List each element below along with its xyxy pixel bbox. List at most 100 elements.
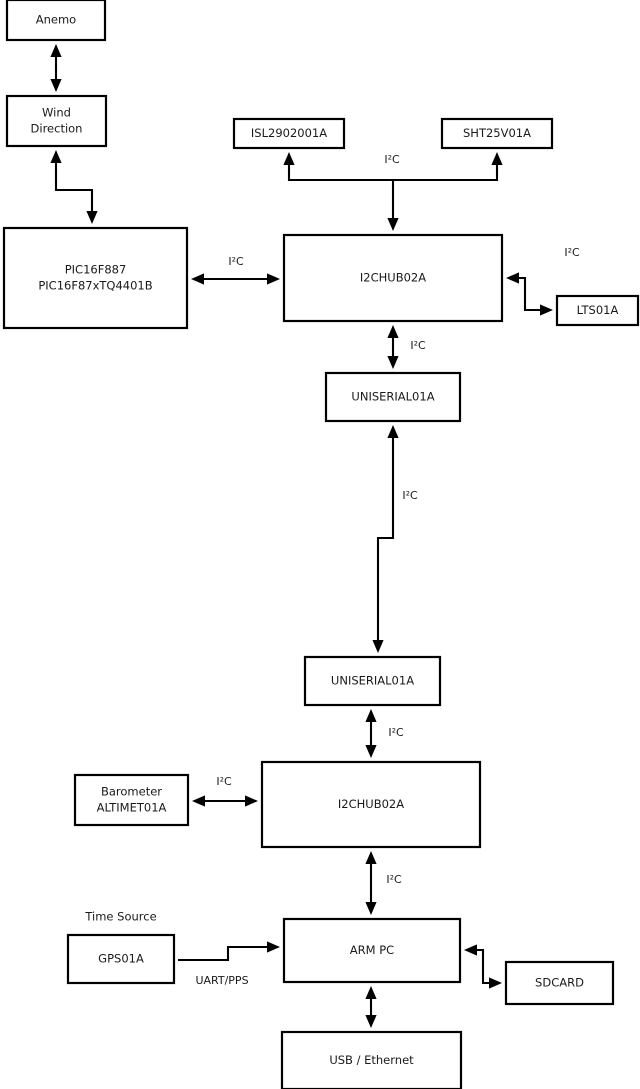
- edge-label: I²C: [388, 726, 404, 739]
- edge-anemo-wind: [50, 44, 62, 92]
- edge-i2chub-bus-top2: [393, 152, 503, 182]
- node-label: Wind: [42, 106, 71, 120]
- edge-i2chub-lts: I²C: [506, 246, 580, 316]
- node-box[interactable]: [260, 760, 482, 849]
- arrow-head-start: [365, 986, 377, 999]
- node-label: PIC16F87xTQ4401B: [38, 279, 152, 293]
- node-box[interactable]: [504, 960, 615, 1006]
- edge-wind-pic: [50, 150, 98, 224]
- edge-i2chub-uniserial: I²C: [387, 325, 426, 369]
- edge-line: [517, 276, 542, 312]
- arrow-head-end: [489, 977, 502, 989]
- arrow-head-start: [387, 325, 399, 338]
- node-label: UNISERIAL01A: [331, 674, 414, 688]
- edge-barometer-i2chub2: I²C: [192, 775, 258, 807]
- node-i2chub-top[interactable]: I2CHUB02A: [282, 233, 504, 323]
- node-uniserial-bot[interactable]: UNISERIAL01A: [303, 655, 442, 707]
- arrow-head-end: [372, 640, 384, 653]
- edge-label: I²C: [386, 873, 402, 886]
- node-gps01a[interactable]: GPS01A: [66, 933, 176, 985]
- edge-i2chub-bus-top: I²C: [283, 152, 400, 231]
- arrow-head-start: [464, 944, 477, 956]
- node-sht25v01a[interactable]: SHT25V01A: [440, 117, 554, 150]
- node-sdcard[interactable]: SDCARD: [504, 960, 615, 1006]
- edge-label: I²C: [228, 255, 244, 268]
- edge-i2chub2-armpc: I²C: [365, 851, 402, 915]
- node-usb-ethernet[interactable]: USB / Ethernet: [280, 1030, 463, 1089]
- node-i2chub-bot[interactable]: I2CHUB02A: [260, 760, 482, 849]
- node-label: Anemo: [36, 13, 76, 27]
- node-box[interactable]: [282, 917, 462, 984]
- arrow-head-end: [365, 745, 377, 758]
- node-label: PIC16F887: [65, 263, 127, 277]
- free-label-time-source: Time Source: [84, 910, 156, 924]
- node-label: GPS01A: [98, 952, 144, 966]
- node-box[interactable]: [303, 655, 442, 707]
- node-box[interactable]: [5, 94, 108, 148]
- node-box[interactable]: [2, 226, 189, 330]
- edge-label: I²C: [410, 339, 426, 352]
- edge-armpc-usb: [365, 986, 377, 1028]
- arrow-head-end: [365, 1015, 377, 1028]
- arrow-head-end: [365, 902, 377, 915]
- edge-armpc-sdcard: [464, 944, 502, 989]
- arrow-head-end: [491, 152, 503, 165]
- edge-line: [54, 161, 94, 213]
- arrow-head-end: [540, 304, 553, 316]
- edge-gps-armpc: UART/PPS: [178, 941, 280, 987]
- node-box[interactable]: [232, 117, 346, 150]
- edge-line: [287, 163, 395, 220]
- arrow-head-start: [191, 273, 204, 285]
- edge-line: [376, 436, 395, 642]
- edge-line: [178, 945, 269, 962]
- node-uniserial-top[interactable]: UNISERIAL01A: [324, 371, 462, 423]
- edge-label: I²C: [216, 775, 232, 788]
- node-box[interactable]: [5, 0, 107, 42]
- node-label: Barometer: [101, 785, 162, 799]
- node-label: UNISERIAL01A: [351, 390, 434, 404]
- free-labels-layer: Time Source: [84, 910, 156, 924]
- arrow-head-end: [387, 356, 399, 369]
- node-arm-pc[interactable]: ARM PC: [282, 917, 462, 984]
- node-label: ISL2902001A: [251, 126, 327, 140]
- node-label: USB / Ethernet: [329, 1053, 414, 1067]
- arrow-head-start: [192, 795, 205, 807]
- node-box[interactable]: [280, 1030, 463, 1089]
- edge-pic-i2chub: I²C: [191, 255, 280, 285]
- arrow-head-end: [267, 941, 280, 953]
- edge-uniserial-i2chub2: I²C: [365, 709, 404, 758]
- node-label: ARM PC: [350, 943, 394, 957]
- node-box[interactable]: [555, 294, 640, 327]
- arrow-head-end: [283, 152, 295, 165]
- edge-label: I²C: [384, 153, 400, 166]
- arrow-head-end: [50, 79, 62, 92]
- node-box[interactable]: [73, 773, 190, 827]
- edge-line: [393, 163, 499, 182]
- node-box[interactable]: [440, 117, 554, 150]
- node-label: I2CHUB02A: [338, 797, 404, 811]
- node-isl2902001a[interactable]: ISL2902001A: [232, 117, 346, 150]
- node-label: Direction: [31, 122, 83, 136]
- edge-label: UART/PPS: [195, 974, 248, 987]
- edge-label: I²C: [564, 246, 580, 259]
- node-box[interactable]: [66, 933, 176, 985]
- arrow-head-start: [365, 709, 377, 722]
- arrow-head-start: [50, 150, 62, 163]
- arrow-head-start: [50, 44, 62, 57]
- node-box[interactable]: [324, 371, 462, 423]
- node-label: SDCARD: [535, 976, 584, 990]
- arrow-head-end: [86, 211, 98, 224]
- arrow-head-start: [387, 425, 399, 438]
- node-box[interactable]: [282, 233, 504, 323]
- edge-uniserial-link: I²C: [372, 425, 418, 653]
- arrow-head-start: [365, 851, 377, 864]
- node-lts01a[interactable]: LTS01A: [555, 294, 640, 327]
- node-anemo[interactable]: Anemo: [5, 0, 107, 42]
- arrow-head-end: [245, 795, 258, 807]
